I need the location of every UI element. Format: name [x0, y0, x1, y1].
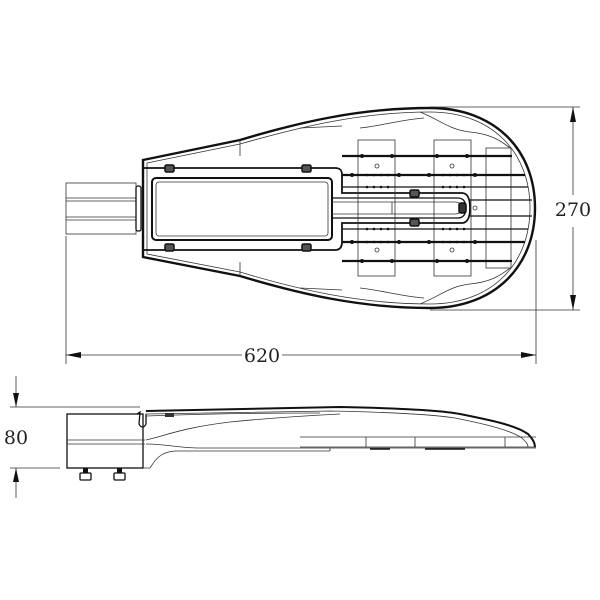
side-view [66, 405, 536, 481]
dimension-length: 620 [65, 236, 537, 367]
pole-mount-arm [65, 182, 142, 235]
mount-bolts [79, 468, 126, 481]
dimension-height: 80 [4, 376, 140, 498]
dimension-width: 270 [430, 106, 591, 311]
length-dimension-label: 620 [244, 345, 280, 367]
led-modules [357, 139, 512, 277]
top-view [65, 106, 537, 310]
width-dimension-label: 270 [555, 199, 591, 221]
driver-compartment [142, 167, 471, 251]
led-dots [350, 154, 478, 263]
height-dimension-label: 80 [4, 427, 28, 449]
led-strips [342, 154, 532, 263]
housing-outline [141, 106, 537, 310]
cover-screws [164, 164, 467, 252]
